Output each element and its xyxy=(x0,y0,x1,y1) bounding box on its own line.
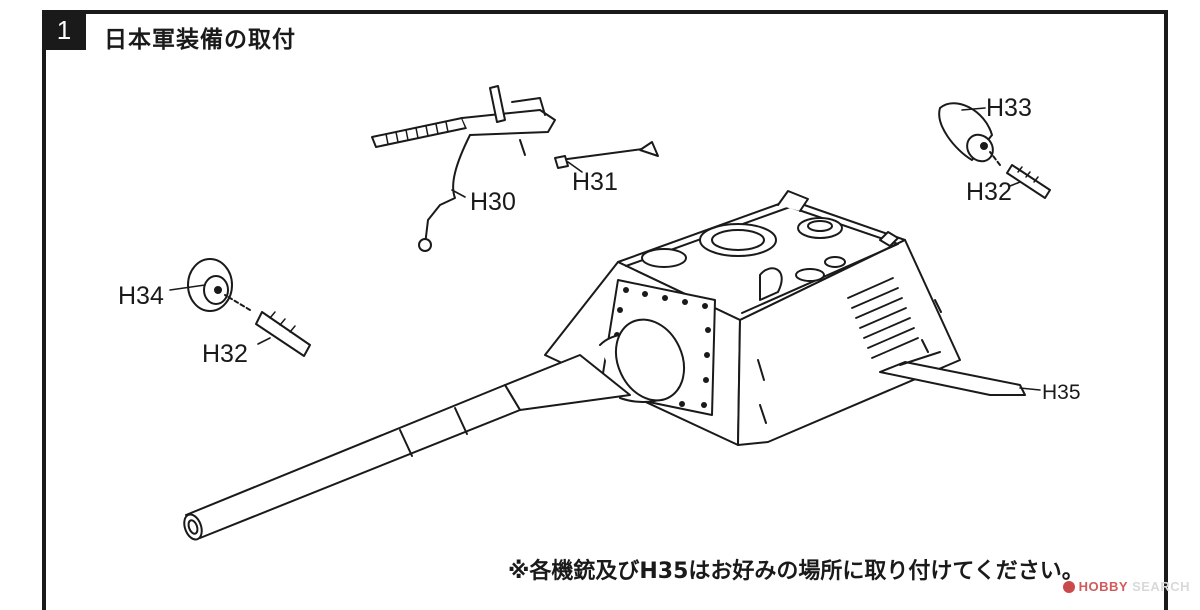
hobby-search-logo-icon xyxy=(1062,580,1075,593)
turret-body xyxy=(544,190,961,446)
label-h35: H35 xyxy=(1042,381,1081,404)
label-h33: H33 xyxy=(986,94,1032,122)
label-h30: H30 xyxy=(470,188,516,216)
step-number-badge: 1 xyxy=(42,10,86,50)
label-h32-left: H32 xyxy=(202,340,248,368)
label-h31: H31 xyxy=(572,168,618,196)
h32-left-part xyxy=(255,311,311,357)
label-h34: H34 xyxy=(118,282,164,310)
h34-disc xyxy=(187,258,233,312)
h35-rod xyxy=(879,351,1026,396)
step-title: 日本軍装備の取付 xyxy=(104,27,296,53)
h30-machine-gun xyxy=(371,85,659,252)
label-h32-top: H32 xyxy=(966,178,1012,206)
watermark-suffix: SEARCH xyxy=(1132,579,1190,594)
instruction-frame xyxy=(42,10,1168,610)
h32-top-part xyxy=(1006,164,1051,199)
assembly-note: ※各機銃及びH35はお好みの場所に取り付けてください。 xyxy=(508,559,1084,584)
gun-barrel xyxy=(183,318,686,541)
watermark-brand: HOBBY xyxy=(1078,579,1129,594)
watermark: HOBBY SEARCH xyxy=(1062,579,1190,594)
h33-cone xyxy=(938,102,994,163)
